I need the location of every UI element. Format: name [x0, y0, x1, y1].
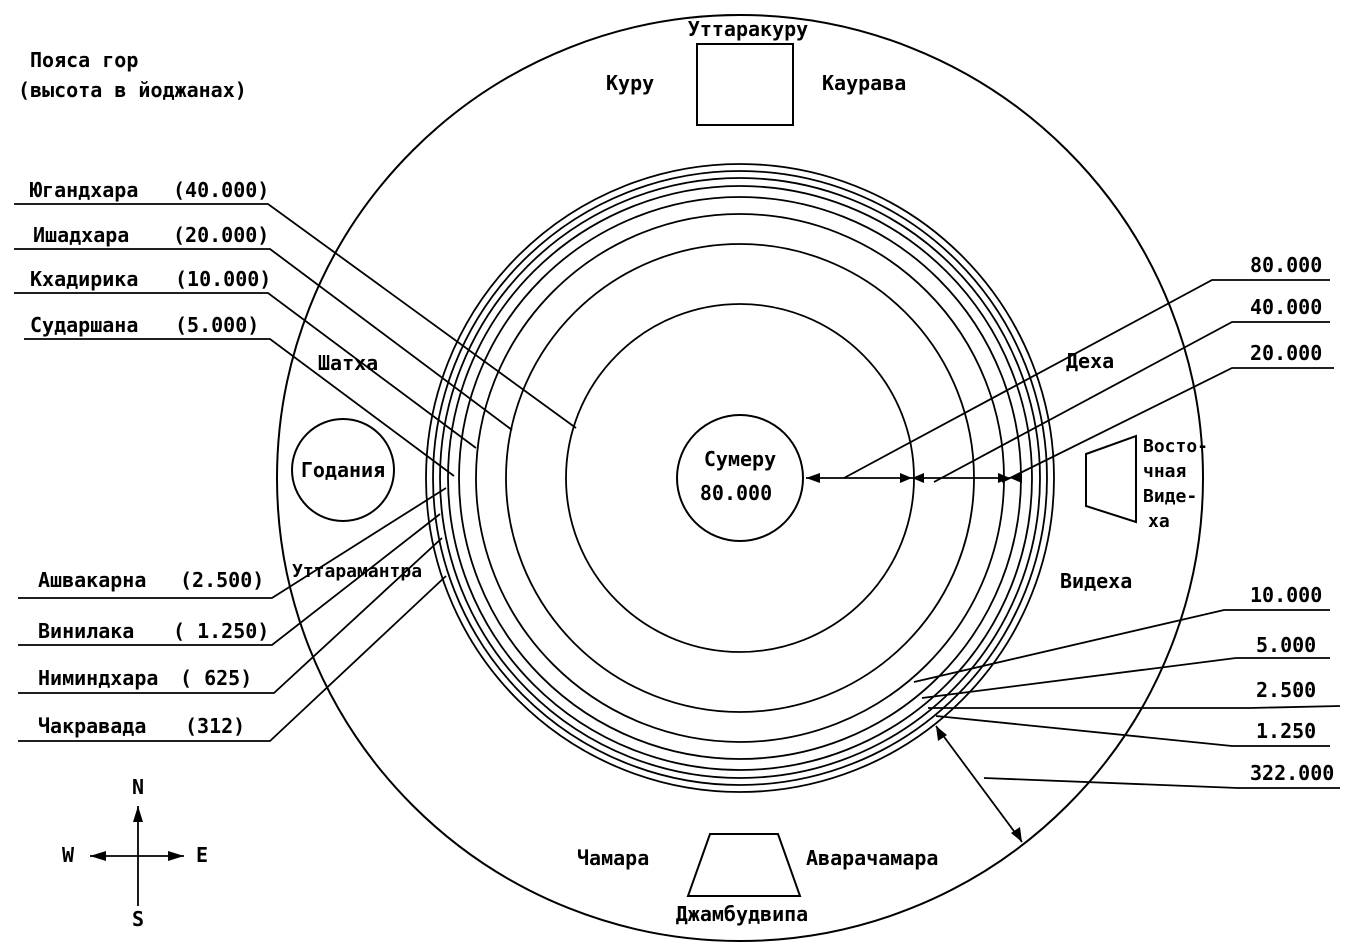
- label-vinilaka-value: ( 1.250): [173, 619, 269, 643]
- distance-322000: 322.000: [1250, 761, 1334, 785]
- sumeru-name: Сумеру: [704, 447, 776, 471]
- right-labels: 80.000 40.000 20.000 10.000 5.000 2.500 …: [843, 253, 1341, 789]
- legend-title: Пояса гор: [30, 48, 138, 72]
- label-nimindhara-value: ( 625): [180, 666, 252, 690]
- east-videha-shape: [1085, 434, 1137, 524]
- leader-ishadhara: [14, 248, 513, 431]
- compass-n: N: [132, 775, 144, 799]
- label-sudarshana-value: (5.000): [175, 313, 259, 337]
- leader-vinilaka: [18, 513, 441, 646]
- label-east-2: чная: [1143, 461, 1186, 482]
- distance-80000: 80.000: [1250, 253, 1322, 277]
- distance-10000: 10.000: [1250, 583, 1322, 607]
- label-deha: Деха: [1066, 349, 1114, 373]
- distance-40000: 40.000: [1250, 295, 1322, 319]
- leader-322000: [983, 777, 1340, 789]
- ring-nimindhara: [432, 170, 1048, 786]
- sumeru-height: 80.000: [700, 481, 772, 505]
- uttarakuru-shape: [696, 43, 794, 126]
- label-ashvakarna: Ашвакарна: [38, 568, 146, 592]
- distance-1250: 1.250: [1256, 719, 1316, 743]
- label-chakravada: Чакравада: [38, 714, 146, 738]
- ocean-arrow: [935, 725, 1023, 843]
- label-kuru: Куру: [606, 71, 654, 95]
- leader-10000: [913, 609, 1330, 683]
- leader-20000: [1001, 367, 1334, 483]
- godaniya-shape: [291, 418, 395, 522]
- label-khadirika: Кхадирика: [30, 267, 138, 291]
- leader-40000: [933, 321, 1330, 483]
- leader-1250: [935, 715, 1330, 747]
- left-labels: Югандхара (40.000) Ишадхара (20.000) Кха…: [14, 178, 577, 742]
- compass-w: W: [62, 843, 75, 867]
- label-videha: Видеха: [1060, 569, 1132, 593]
- label-avarachamara: Аварачамара: [806, 846, 938, 870]
- outer-ocean-circle: [276, 14, 1204, 942]
- label-yugandhara: Югандхара: [30, 178, 138, 202]
- label-uttarakuru: Уттаракуру: [688, 17, 808, 41]
- distance-20000: 20.000: [1250, 341, 1322, 365]
- label-chamara: Чамара: [577, 846, 649, 870]
- compass-s: S: [132, 907, 144, 931]
- label-shatha: Шатха: [318, 351, 378, 375]
- sumeru-circle: [676, 414, 804, 542]
- label-ishadhara-value: (20.000): [173, 223, 269, 247]
- label-godaniya: Годания: [301, 458, 385, 482]
- leader-2500: [928, 705, 1341, 709]
- label-east-1: Восто-: [1143, 436, 1208, 457]
- label-uttaramantra: Уттарамантра: [292, 561, 422, 582]
- label-sudarshana: Сударшана: [30, 313, 138, 337]
- label-yugandhara-value: (40.000): [173, 178, 269, 202]
- distance-2500: 2.500: [1256, 678, 1316, 702]
- label-chakravada-value: (312): [185, 714, 245, 738]
- leader-nimindhara: [18, 537, 443, 694]
- label-kaurava: Каурава: [822, 71, 906, 95]
- label-east-3: Виде-: [1143, 486, 1197, 507]
- leader-ashvakarna: [18, 487, 447, 599]
- label-ashvakarna-value: (2.500): [180, 568, 264, 592]
- label-east-4: ха: [1148, 511, 1170, 532]
- leader-sudarshana: [24, 338, 455, 477]
- label-jambudvipa: Джамбудвипа: [676, 902, 808, 926]
- jambudvipa-shape: [686, 833, 802, 897]
- leader-chakravada: [18, 575, 447, 742]
- legend-subtitle: (высота в йоджанах): [18, 78, 247, 102]
- leader-5000: [921, 657, 1330, 699]
- radius-arrow: [806, 473, 1022, 483]
- label-vinilaka: Винилака: [38, 619, 134, 643]
- label-khadirika-value: (10.000): [175, 267, 271, 291]
- compass-e: E: [196, 843, 208, 867]
- ring-chakravada: [425, 163, 1055, 793]
- label-nimindhara: Ниминдхара: [38, 666, 158, 690]
- ring-ashvakarna: [447, 185, 1033, 771]
- leader-khadirika: [14, 292, 477, 449]
- distance-5000: 5.000: [1256, 633, 1316, 657]
- compass: N S W E: [62, 775, 208, 931]
- label-ishadhara: Ишадхара: [33, 223, 129, 247]
- ring-vinilaka: [439, 177, 1041, 779]
- leader-80000: [843, 279, 1330, 479]
- leader-yugandhara: [14, 203, 577, 429]
